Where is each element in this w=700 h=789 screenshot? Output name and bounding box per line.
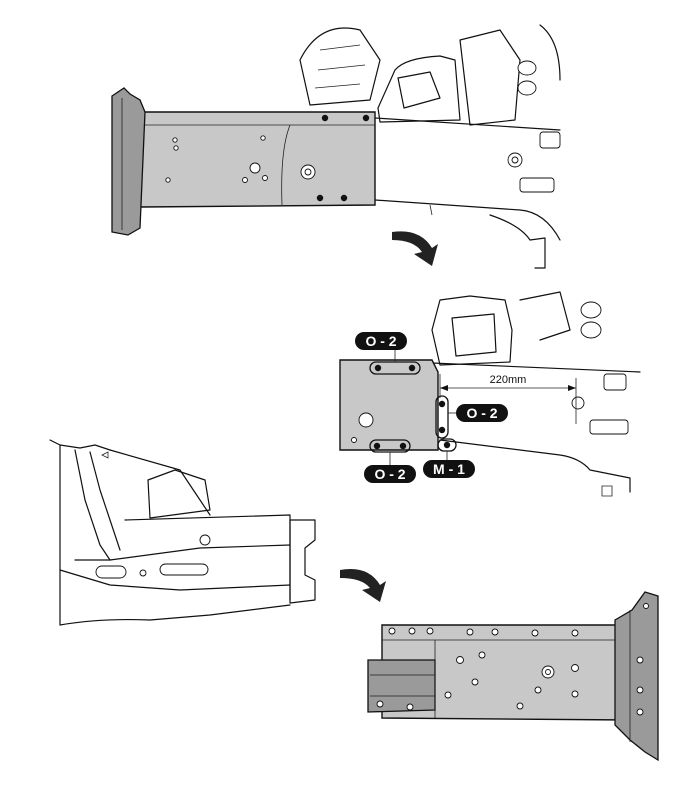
svg-text:O - 2: O - 2 [374, 466, 405, 482]
new-side-member-panel [127, 111, 376, 208]
view-1-side-member-assembly [111, 24, 561, 269]
side-member-section [339, 359, 439, 451]
svg-text:O - 2: O - 2 [365, 333, 396, 349]
weld-point [316, 194, 324, 202]
part-end-flange [614, 591, 659, 762]
view-4-new-side-member-part [367, 591, 659, 762]
weld-point [362, 114, 370, 122]
member-end-flange [111, 87, 146, 236]
dimension-value: 220mm [490, 374, 527, 386]
weld-point [340, 194, 348, 202]
view-2-weld-detail: 220mm O - 2 O - 2 O - 2 M - 1 [339, 291, 641, 497]
svg-text:O - 2: O - 2 [466, 405, 497, 421]
weld-badge-mig: M - 1 [423, 460, 475, 478]
curved-arrow-icon [392, 231, 438, 266]
weld-badge-right: O - 2 [456, 404, 508, 422]
weld-badge-bottom: O - 2 [364, 465, 416, 483]
weld-point [321, 114, 329, 122]
weld-badge-top: O - 2 [355, 332, 407, 350]
svg-text:M - 1: M - 1 [433, 461, 465, 477]
view-3-cut-body-section [49, 439, 316, 626]
dimension-220mm: 220mm [439, 374, 577, 424]
curved-arrow-icon [340, 569, 386, 602]
